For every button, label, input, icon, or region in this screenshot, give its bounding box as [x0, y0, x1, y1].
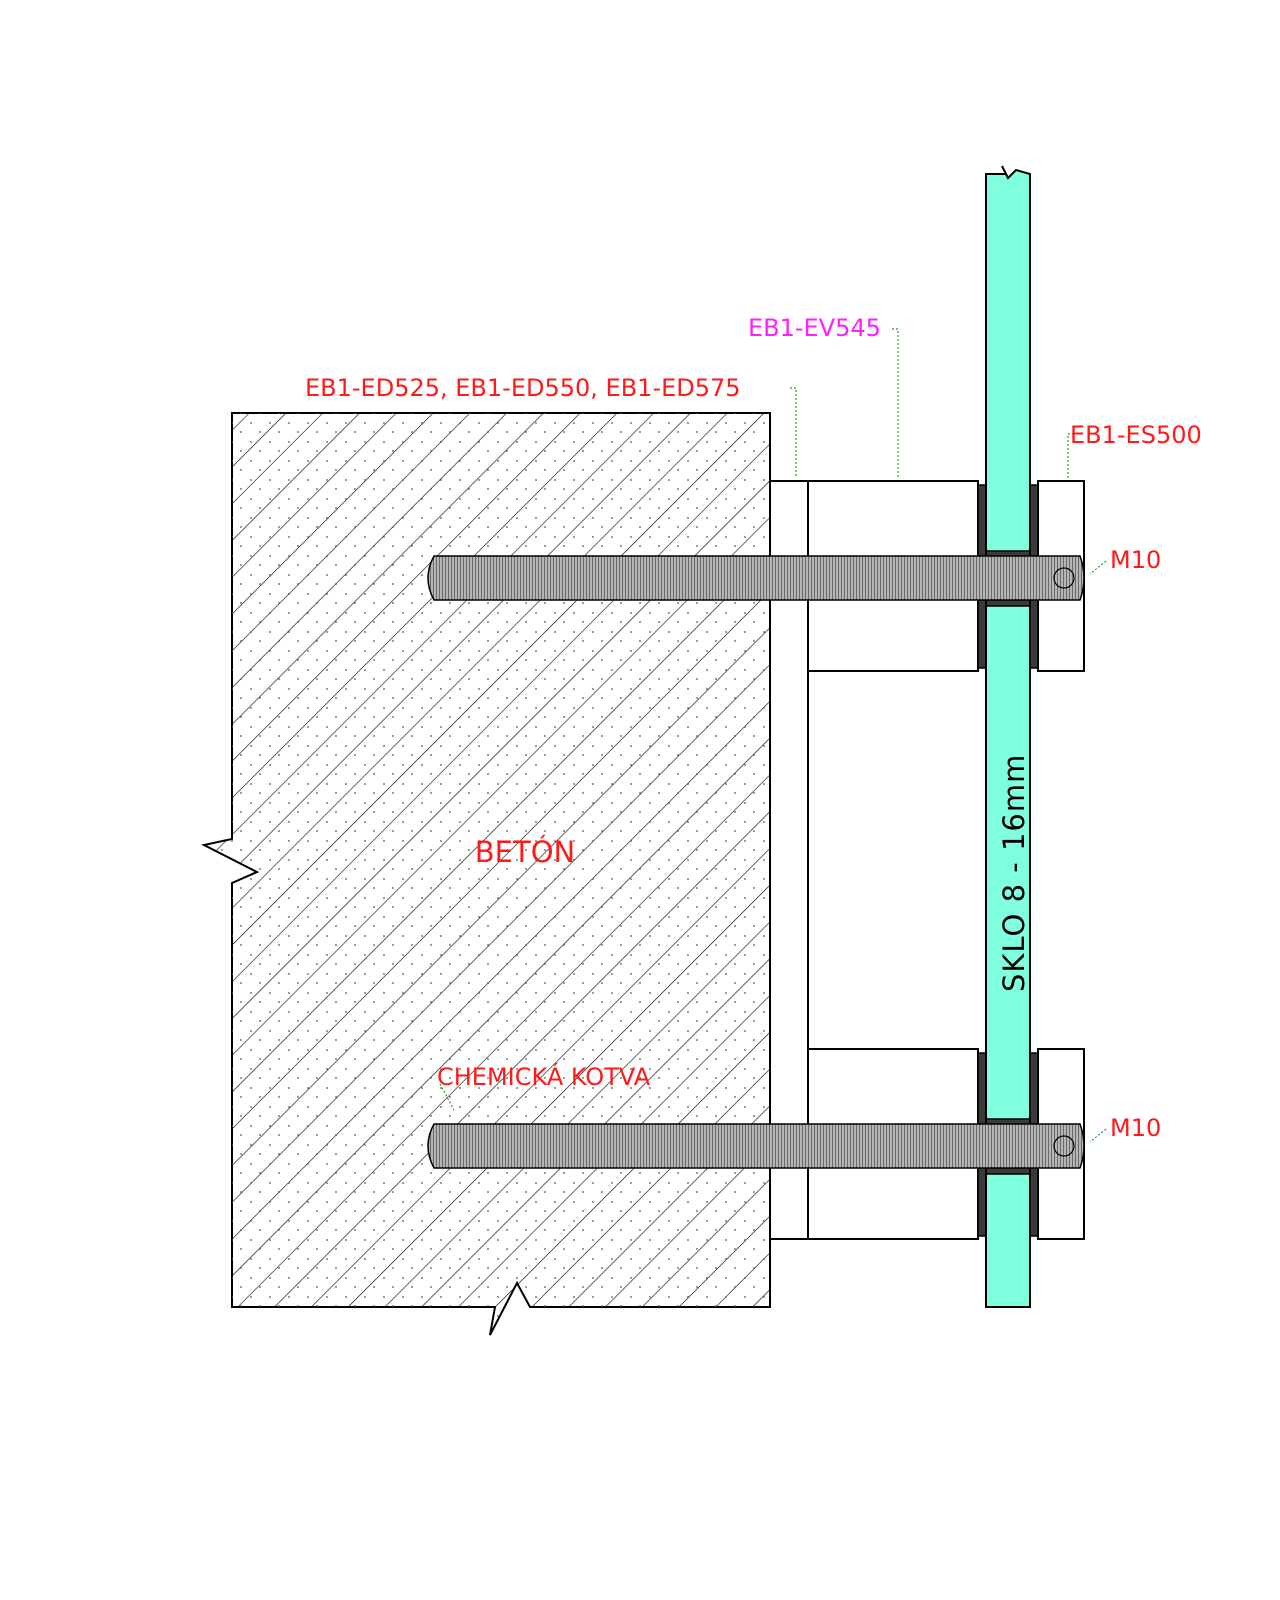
leader-holder — [892, 328, 899, 478]
cap-code-label: EB1-ES500 — [1070, 421, 1202, 449]
leader-spacer — [790, 387, 797, 478]
thread-bottom-label: M10 — [1110, 1114, 1161, 1142]
spacer-codes-label: EB1-ED525, EB1-ED550, EB1-ED575 — [305, 374, 741, 402]
thread-top-label: M10 — [1110, 546, 1161, 574]
threaded-rod-bottom — [427, 1123, 1085, 1169]
concrete-label: BETÓN — [475, 835, 575, 869]
rod-end-circle-top — [1053, 567, 1075, 589]
holder-code-label: EB1-EV545 — [748, 314, 881, 342]
leader-lines — [439, 328, 1107, 1143]
threaded-rod-top — [427, 555, 1085, 601]
leader-m10-top — [1089, 560, 1107, 575]
anchor-label: CHEMICKÁ KOTVA — [437, 1062, 651, 1091]
leader-anchor — [439, 1083, 455, 1111]
leader-m10-bottom — [1089, 1128, 1107, 1143]
glass-label: SKLO 8 - 16mm — [997, 754, 1031, 992]
rod-end-circle-bottom — [1053, 1135, 1075, 1157]
leader-cap — [1067, 433, 1074, 478]
concrete-block: BETÓN — [201, 412, 771, 1336]
